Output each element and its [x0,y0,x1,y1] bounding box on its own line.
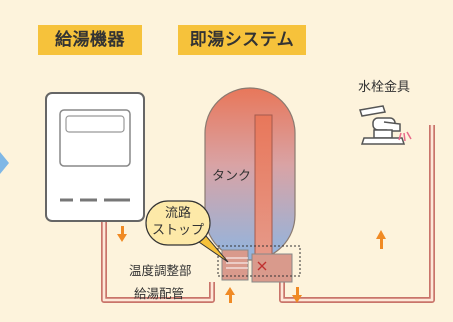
flow-stop-line-2: ストップ [151,223,204,238]
side-chevron [0,152,9,174]
water-heater-icon [45,92,145,222]
tank-icon [204,87,296,261]
system-tag: 即湯システム [178,25,306,55]
faucet-icon [359,105,406,145]
hot-pipe-label: 給湯配管 [134,286,185,301]
heater-tag: 給湯機器 [38,25,142,55]
system-base [217,245,301,283]
flow-stop-label: 流路 ストップ [146,205,210,239]
tank-label: タンク [212,169,252,184]
water-spray [398,131,412,142]
faucet-label: 水栓金具 [358,80,411,95]
flow-arrows [117,226,386,303]
flow-stop-line-1: 流路 [164,206,191,221]
hot-pipe-right [279,125,435,303]
flow-stop-callout [145,200,229,263]
temp-adjust-label: 温度調整部 [129,263,192,278]
